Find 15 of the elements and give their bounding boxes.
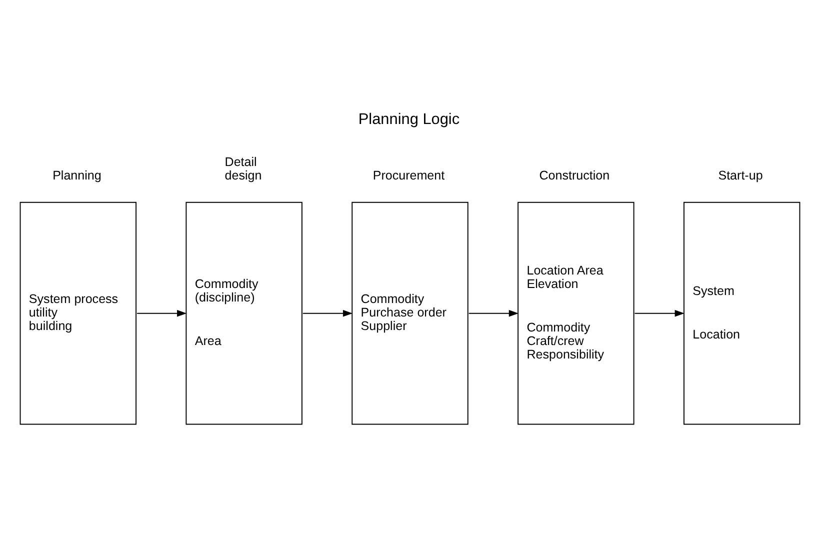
node-box: Commodity (discipline) Area bbox=[186, 201, 302, 424]
node-label: Planning bbox=[52, 168, 102, 182]
node-label: Start-up bbox=[718, 168, 763, 182]
node-label: Detail design bbox=[224, 154, 262, 182]
arrow bbox=[634, 309, 684, 316]
arrow bbox=[468, 309, 519, 316]
node-label: Construction bbox=[539, 168, 610, 182]
node-box: Location Area Elevation Commodity Craft/crew Responsibility bbox=[518, 201, 634, 424]
node-box: Commodity Purchase order Supplier bbox=[352, 201, 468, 424]
diagram-title: Planning Logic bbox=[358, 110, 460, 128]
arrow bbox=[302, 309, 353, 316]
node-label: Procurement bbox=[372, 168, 445, 182]
node-box: System process utility building bbox=[20, 201, 136, 424]
arrow bbox=[136, 309, 187, 316]
node-box: System Location bbox=[684, 201, 800, 424]
